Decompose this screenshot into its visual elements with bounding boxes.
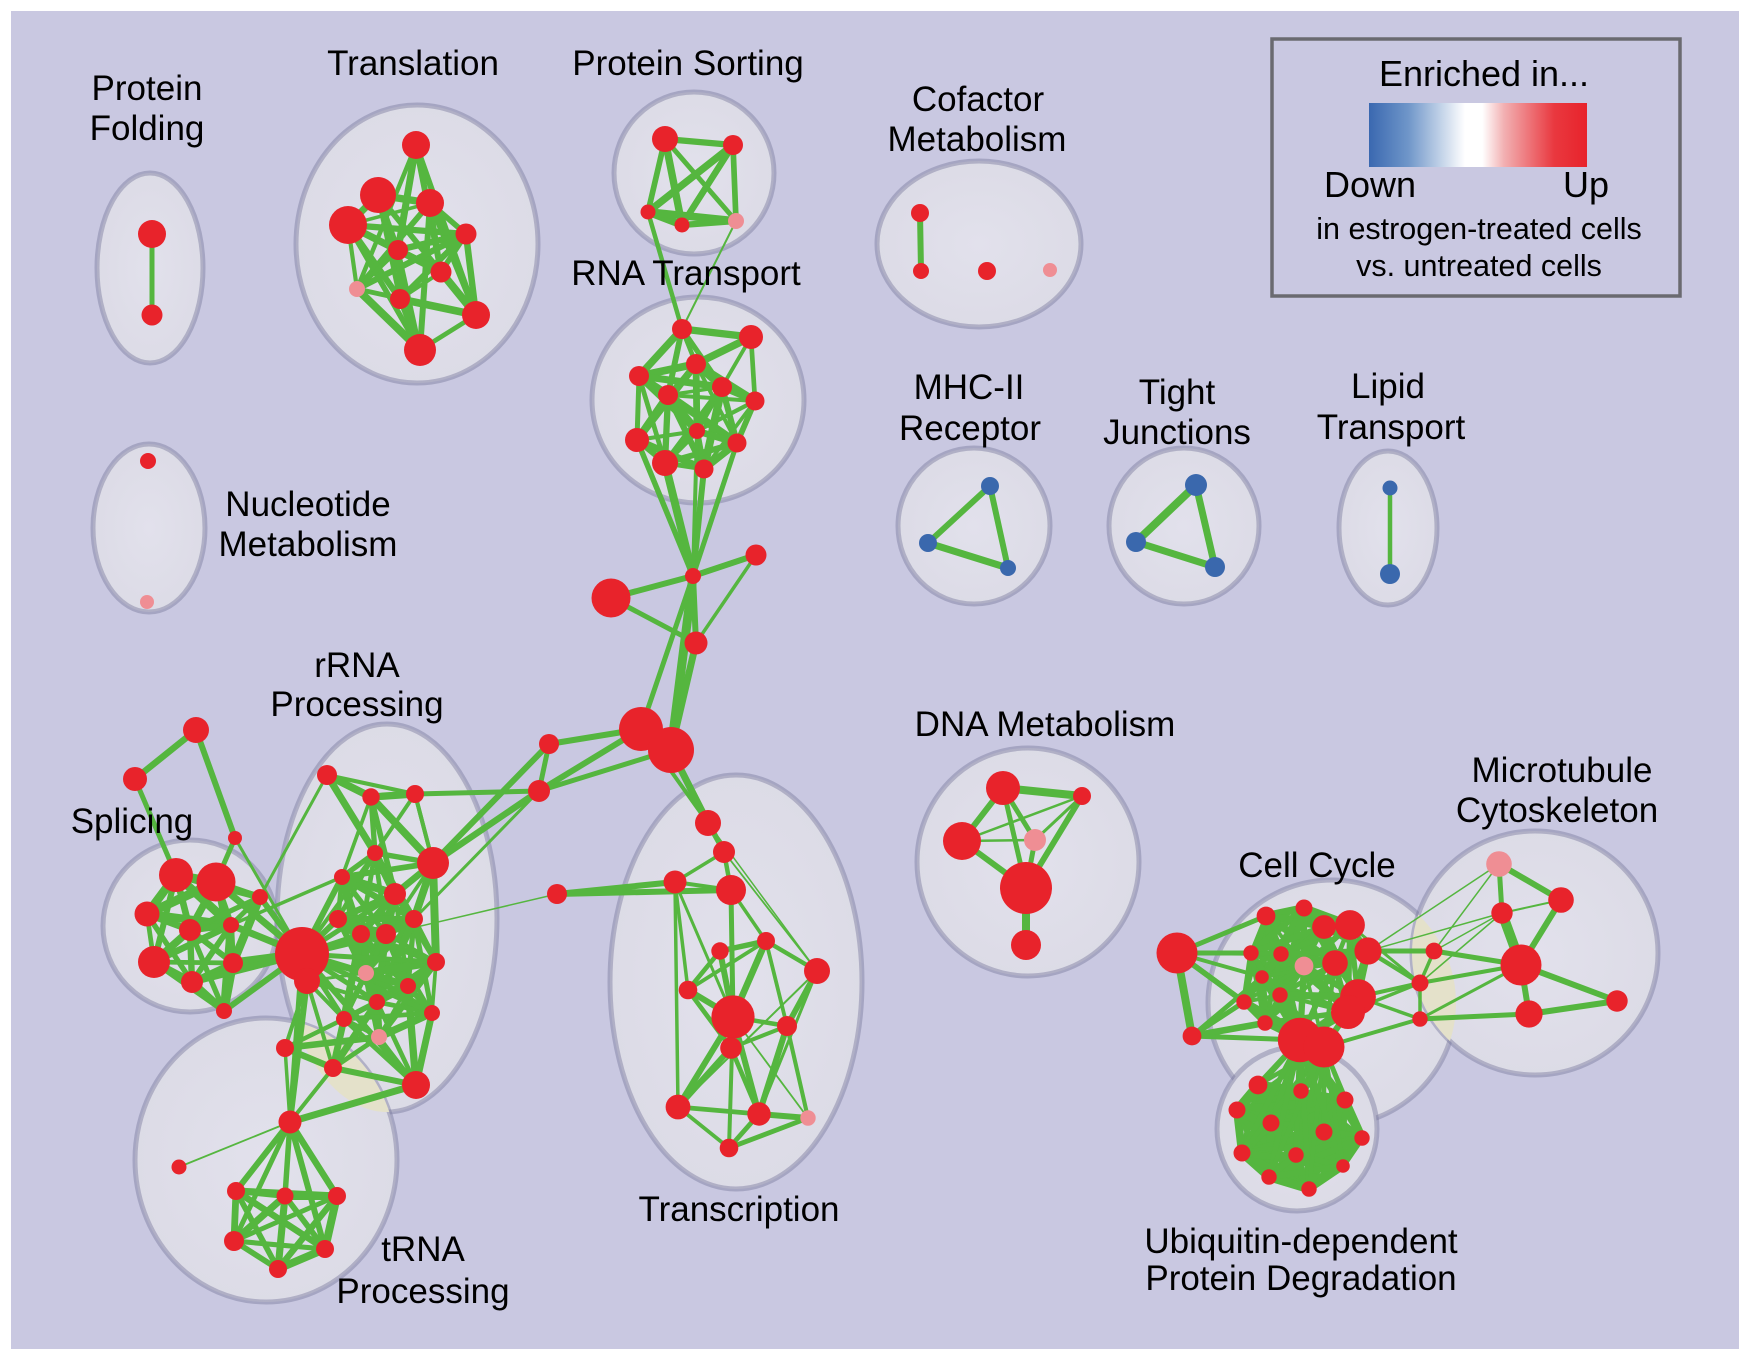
svg-text:Ubiquitin-dependent: Ubiquitin-dependent <box>1144 1222 1458 1261</box>
svg-text:Cofactor: Cofactor <box>912 80 1045 119</box>
svg-text:DNA Metabolism: DNA Metabolism <box>915 705 1176 744</box>
svg-text:Lipid: Lipid <box>1351 367 1425 406</box>
svg-text:vs. untreated cells: vs. untreated cells <box>1356 249 1602 283</box>
svg-text:Protein Degradation: Protein Degradation <box>1145 1259 1456 1298</box>
svg-text:Processing: Processing <box>336 1272 509 1311</box>
svg-text:Nucleotide: Nucleotide <box>225 485 390 524</box>
svg-text:Transport: Transport <box>1317 408 1466 447</box>
svg-text:tRNA: tRNA <box>381 1230 465 1269</box>
svg-text:Junctions: Junctions <box>1103 413 1251 452</box>
svg-text:Tight: Tight <box>1139 373 1216 412</box>
svg-text:Transcription: Transcription <box>639 1190 840 1229</box>
svg-text:Metabolism: Metabolism <box>888 120 1067 159</box>
svg-text:Up: Up <box>1563 164 1609 205</box>
svg-text:Enriched in...: Enriched in... <box>1379 53 1589 94</box>
svg-text:MHC-II: MHC-II <box>914 368 1025 407</box>
svg-text:Protein Sorting: Protein Sorting <box>572 44 804 83</box>
svg-text:in estrogen-treated cells: in estrogen-treated cells <box>1316 212 1642 246</box>
svg-text:Cell Cycle: Cell Cycle <box>1238 846 1396 885</box>
svg-text:Microtubule: Microtubule <box>1472 751 1653 790</box>
svg-text:Receptor: Receptor <box>899 409 1041 448</box>
svg-text:Translation: Translation <box>327 44 499 83</box>
svg-text:Metabolism: Metabolism <box>219 525 398 564</box>
svg-text:rRNA: rRNA <box>314 646 400 685</box>
svg-text:Cytoskeleton: Cytoskeleton <box>1456 791 1658 830</box>
svg-text:Protein: Protein <box>92 69 203 108</box>
svg-text:Splicing: Splicing <box>71 802 194 841</box>
svg-text:Processing: Processing <box>270 685 443 724</box>
svg-text:Folding: Folding <box>90 109 205 148</box>
svg-text:RNA Transport: RNA Transport <box>571 254 801 293</box>
svg-text:Down: Down <box>1324 164 1416 205</box>
